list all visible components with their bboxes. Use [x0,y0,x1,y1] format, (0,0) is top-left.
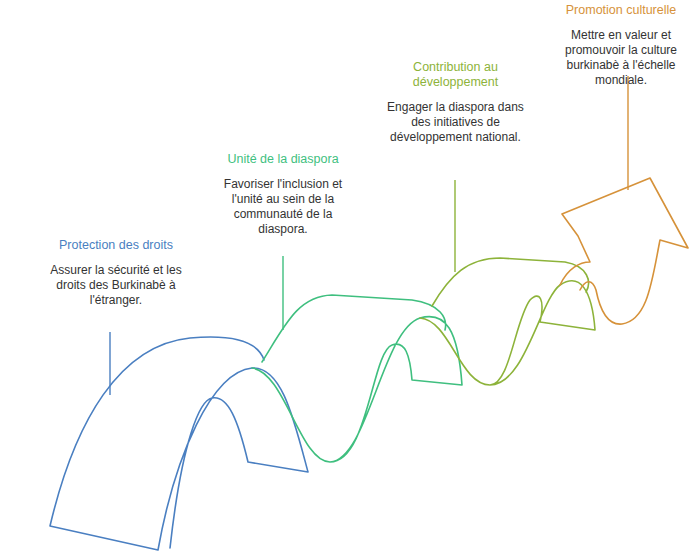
stage-description: Assurer la sécurité et les droits des Bu… [34,263,198,308]
orange-arrow [560,178,688,324]
leader-line [282,256,283,330]
stage-node: Unité de la diasporaFavoriser l'inclusio… [205,150,361,239]
stage-description: Mettre en valeur et promouvoir la cultur… [549,28,693,88]
leader-line [627,76,628,190]
stage-description: Favoriser l'inclusion et l'unité au sein… [211,177,356,237]
leader-line [109,332,110,395]
yellow-ribbon [420,258,595,385]
stage-heading: Contribution au développement [401,60,511,90]
stage-node: Protection des droitsAssurer la sécurité… [30,236,202,310]
stage-node: Promotion culturelleMettre en valeur et … [545,1,697,90]
stage-heading: Promotion culturelle [549,3,693,18]
stage-node: Contribution au développementEngager la … [383,58,528,147]
stage-heading: Protection des droits [34,238,198,253]
stage-heading: Unité de la diaspora [209,152,357,167]
leader-line [454,180,455,272]
blue-ribbon [50,337,308,550]
stage-description: Engager la diaspora dans des initiatives… [387,100,524,145]
